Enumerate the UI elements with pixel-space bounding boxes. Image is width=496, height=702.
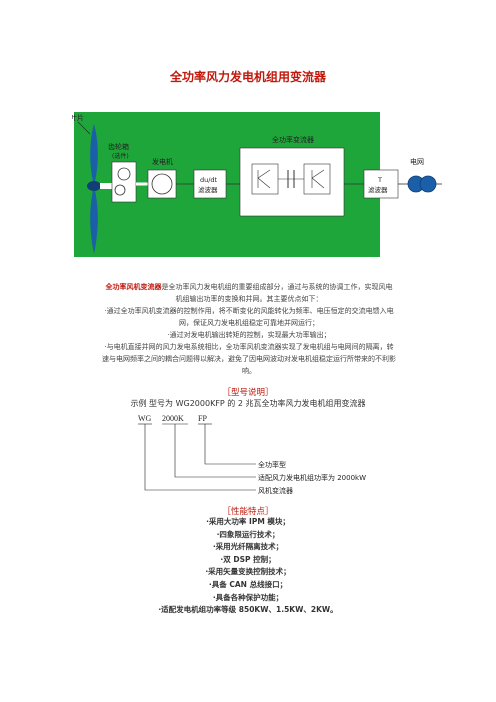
feature-item: ·双 DSP 控制； — [220, 554, 276, 564]
features-list: ·采用大功率 IPM 模块； ·四象限运行技术； ·采用光纤隔离技术； ·双 D… — [0, 516, 496, 617]
gearbox-label: 齿轮箱 — [108, 142, 129, 151]
desc-fp: 全功率型 — [258, 460, 286, 469]
model-example: 示例 型号为 WG2000KFP 的 2 兆瓦全功率风力发电机组用变流器 — [130, 399, 366, 408]
gearbox-sub-label: (选件) — [112, 152, 129, 160]
desc-wg: 风机变流器 — [258, 486, 293, 495]
t-filter-box: T 滤波器 — [363, 169, 399, 199]
intro-line-8: 响。 — [242, 367, 256, 375]
generator-label: 发电机 — [152, 157, 173, 166]
code-wg: WG — [138, 414, 152, 423]
feature-item: ·具备各种保护功能； — [212, 592, 284, 602]
gearbox-icon — [111, 161, 137, 203]
intro-line-1: 是全功率风力发电机组的重要组成部分，通过与系统的协调工作，实现风电 — [161, 283, 393, 291]
t-filter-label-2: 滤波器 — [368, 185, 388, 194]
intro-line-2: 机组输出功率的变换和并网。其主要优点如下： — [175, 295, 323, 303]
converter-box — [239, 147, 345, 217]
intro-line-3: ·通过全功率风机变流器的控制作用，将不断变化的风能转化为频率、电压恒定的交流电馈… — [104, 307, 394, 315]
dudt-label-2: 滤波器 — [198, 185, 218, 194]
transformer-icon — [407, 175, 437, 193]
intro-line-4: 网，保证风力发电机组稳定可靠地并网运行； — [179, 319, 319, 327]
feature-item: ·采用光纤隔离技术； — [212, 542, 284, 552]
features-section-heading: ［性能特点］ — [222, 507, 274, 517]
feature-item: ·采用大功率 IPM 模块； — [206, 517, 290, 526]
code-fp: FP — [198, 414, 207, 423]
blade-label: 叶片 — [72, 113, 84, 122]
intro-line-7: 速与电网频率之间的耦合问题得以解决，避免了因电网波动对发电机组稳定运行所带来的不… — [102, 355, 396, 363]
feature-item: ·具备 CAN 总线接口； — [208, 579, 288, 589]
page-title: 全功率风力发电机组用变流器 — [169, 70, 326, 84]
code-2000k: 2000K — [162, 414, 184, 423]
grid-label: 电网 — [410, 157, 424, 166]
model-section-heading: ［型号说明］ — [222, 388, 274, 398]
dudt-label-1: du/dt — [200, 176, 218, 184]
intro-line-6: ·与电机直接并网的风力发电系统相比，全功率风机变流器实现了发电机组与电网间的隔离… — [104, 343, 394, 351]
intro-paragraph: 全功率风机变流器是全功率风力发电机组的重要组成部分，通过与系统的协调工作，实现风… — [74, 281, 424, 377]
turbine-blades-icon — [87, 124, 101, 254]
intro-line-5: ·通过对发电机输出转矩的控制，实现最大功率输出； — [167, 331, 331, 339]
feature-item: ·采用矢量变换控制技术； — [205, 567, 291, 577]
model-code-diagram: WG 2000K FP 全功率型 适配风力发电机组功率为 2000kW 风机变流… — [138, 414, 366, 495]
generator-icon — [147, 169, 177, 199]
converter-diagram: 叶片 齿轮箱 (选件) 发电机 du/dt 滤波器 全功率变流器 — [72, 112, 442, 257]
converter-label: 全功率变流器 — [272, 135, 314, 144]
intro-lead: 全功率风机变流器 — [105, 283, 162, 291]
feature-item: ·四象限运行技术； — [216, 529, 280, 539]
feature-item: ·适配发电机组功率等级 850KW、1.5KW、2KW。 — [158, 605, 338, 615]
dudt-filter-box: du/dt 滤波器 — [193, 169, 227, 199]
desc-2000k: 适配风力发电机组功率为 2000kW — [258, 473, 366, 482]
t-filter-label-1: T — [377, 176, 382, 184]
